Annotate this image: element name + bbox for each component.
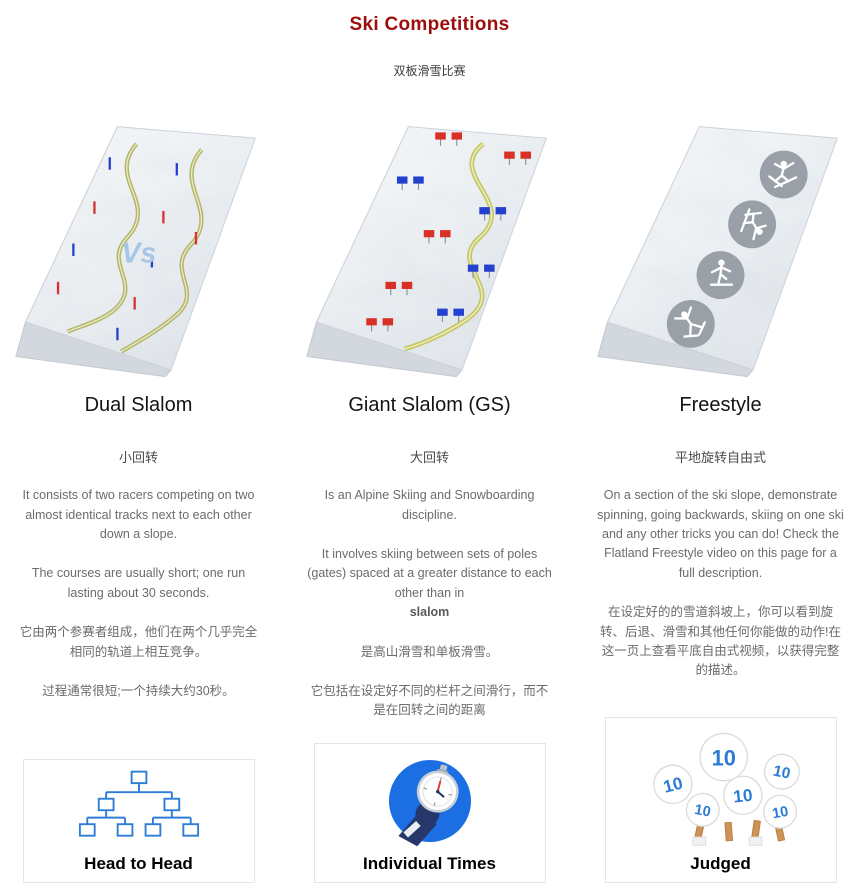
trick-badges bbox=[666, 150, 808, 348]
column-giant-slalom: Giant Slalom (GS) 大回转 Is an Alpine Skiin… bbox=[305, 119, 554, 883]
column-subheading: 小回转 bbox=[118, 450, 158, 466]
head-to-head-box: Head to Head bbox=[22, 758, 255, 883]
column-heading: Freestyle bbox=[679, 394, 762, 417]
column-heading: Dual Slalom bbox=[84, 394, 193, 417]
judged-box: 10 10 10 10 10 10 Judged bbox=[604, 716, 837, 883]
footer-figure: Individual Times bbox=[313, 721, 546, 883]
column-text: It consists of two racers competing on t… bbox=[14, 466, 263, 701]
paragraph: It involves skiing between sets of poles… bbox=[305, 545, 554, 623]
skier-spin-icon bbox=[674, 306, 707, 338]
paragraph: The courses are usually short; one run l… bbox=[31, 566, 246, 600]
score-paddles-icon: 10 10 10 10 10 10 bbox=[652, 732, 800, 846]
column-subheading: 平地旋转自由式 bbox=[674, 450, 766, 466]
footer-figure: Head to Head bbox=[22, 737, 255, 883]
page-title: Ski Competitions bbox=[349, 14, 510, 35]
gate-poles bbox=[56, 157, 198, 341]
page-header: Ski Competitions 双板滑雪比赛 bbox=[0, 0, 859, 79]
skier-one-ski-icon bbox=[709, 259, 734, 286]
race-track-left bbox=[66, 142, 141, 334]
gate-flags bbox=[366, 132, 532, 332]
paragraph: 在设定好的的雪道斜坡上，你可以看到旋转、后退、滑雪和其他任何你能做的动作!在这一… bbox=[600, 605, 841, 678]
dual-slalom-figure: Vs bbox=[14, 119, 263, 382]
content-columns: Vs Dual Slalom 小回转 It consists of two ra… bbox=[0, 119, 859, 883]
page-subtitle: 双板滑雪比赛 bbox=[393, 64, 466, 78]
ski-slope-gates-track-icon bbox=[306, 126, 547, 378]
footer-figure: 10 10 10 10 10 10 Judged bbox=[604, 695, 837, 883]
column-subheading: 大回转 bbox=[409, 450, 449, 466]
column-text: On a section of the ski slope, demonstra… bbox=[596, 466, 845, 680]
paragraph: On a section of the ski slope, demonstra… bbox=[597, 488, 844, 580]
bold-term: slalom bbox=[409, 605, 450, 620]
score-text: 10 bbox=[732, 784, 753, 806]
ski-slope-trick-badges-icon bbox=[597, 126, 838, 378]
ski-slope-two-tracks-icon: Vs bbox=[15, 126, 256, 378]
paragraph: 是高山滑雪和单板滑雪。 bbox=[360, 644, 499, 659]
footer-caption: Judged bbox=[690, 853, 751, 873]
score-text: 10 bbox=[693, 802, 712, 821]
score-text: 10 bbox=[771, 762, 791, 782]
footer-caption: Individual Times bbox=[363, 853, 496, 873]
giant-slalom-figure bbox=[305, 119, 554, 382]
paragraph: 过程通常很短;一个持续大约30秒。 bbox=[42, 683, 235, 698]
paddles: 10 10 10 10 10 10 bbox=[652, 732, 800, 829]
hand-stopwatch-icon bbox=[388, 759, 471, 847]
column-freestyle: Freestyle 平地旋转自由式 On a section of the sk… bbox=[596, 119, 845, 883]
paragraph: 它由两个参赛者组成，他们在两个几乎完全相同的轨道上相互竞争。 bbox=[19, 625, 258, 659]
paragraph: 它包括在设定好不同的栏杆之间滑行，而不是在回转之间的距离 bbox=[310, 683, 549, 718]
vs-label: Vs bbox=[121, 238, 156, 270]
race-track bbox=[403, 142, 494, 352]
paragraph: It consists of two racers competing on t… bbox=[22, 488, 255, 542]
race-track-right bbox=[120, 148, 204, 354]
column-heading: Giant Slalom (GS) bbox=[348, 394, 511, 417]
score-text: 10 bbox=[711, 745, 735, 770]
footer-caption: Head to Head bbox=[84, 853, 193, 873]
skier-jump-icon bbox=[768, 160, 798, 189]
paragraph-text: It involves skiing between sets of poles… bbox=[307, 547, 552, 600]
paragraph: Is an Alpine Skiing and Snowboarding dis… bbox=[324, 488, 535, 522]
freestyle-figure bbox=[596, 119, 845, 382]
tournament-bracket-icon bbox=[78, 770, 199, 837]
score-text: 10 bbox=[770, 804, 789, 823]
individual-times-box: Individual Times bbox=[313, 742, 546, 883]
column-dual-slalom: Vs Dual Slalom 小回转 It consists of two ra… bbox=[14, 119, 263, 883]
skier-flip-icon bbox=[740, 208, 767, 241]
column-text: Is an Alpine Skiing and Snowboarding dis… bbox=[305, 466, 554, 720]
